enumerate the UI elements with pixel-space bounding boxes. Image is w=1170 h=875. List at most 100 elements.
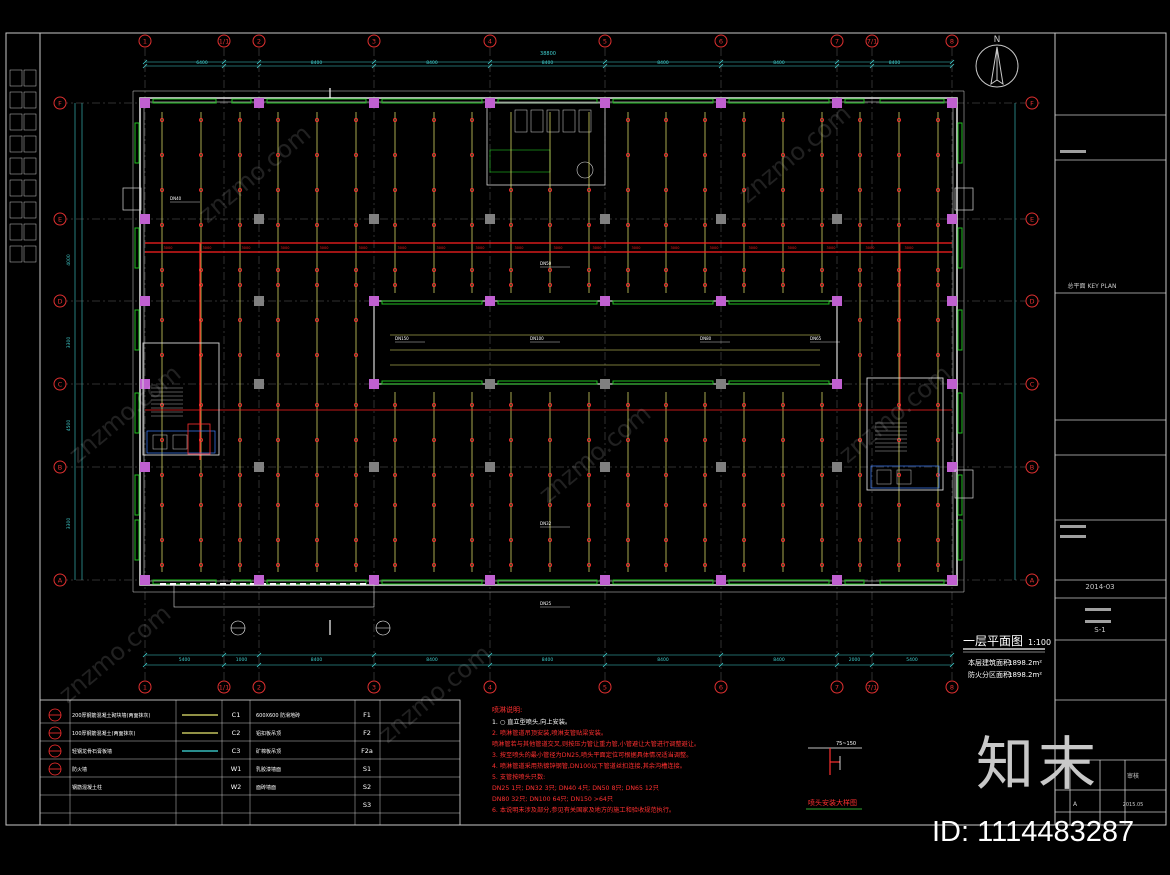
sprinkler-head xyxy=(159,352,164,357)
sprinkler-head xyxy=(314,502,319,507)
dim-tick xyxy=(487,652,493,658)
sprinkler-head xyxy=(431,502,436,507)
sprinkler-head xyxy=(237,472,242,477)
sprinkler-head xyxy=(626,563,631,568)
detail-dimension: 75~150 xyxy=(836,741,856,747)
axis-row-left-circle xyxy=(53,377,67,391)
stair-cores xyxy=(122,187,974,608)
sprinkler-head xyxy=(781,437,786,442)
column-grey xyxy=(716,214,726,224)
sprinkler-head xyxy=(314,437,319,442)
sprinkler-head xyxy=(820,187,825,192)
sprinkler-head xyxy=(159,222,164,227)
dim-tick xyxy=(718,59,724,65)
elevator-lobby xyxy=(870,465,940,489)
axis-col-top-label: 3 xyxy=(372,38,376,46)
pipe-dim-label: 3000 xyxy=(749,246,758,250)
sprinkler-head xyxy=(626,402,631,407)
sprinkler-head xyxy=(742,118,747,123)
sprinkler-head xyxy=(781,152,786,157)
plan-scale: 1:100 xyxy=(1028,638,1051,647)
axis-row-left-label: F xyxy=(58,100,62,108)
sprinkler-head xyxy=(431,187,436,192)
window-bottom xyxy=(879,579,945,585)
legend-item-desc: 200厚钢筋混凝土砌块墙(两面抹灰) xyxy=(72,712,150,719)
axis-col-top-circle xyxy=(714,34,728,48)
sprinkler-head xyxy=(353,282,358,287)
dim-bottom-seg: 8400 xyxy=(773,657,785,663)
sprinkler-head xyxy=(353,352,358,357)
column-grey xyxy=(254,214,264,224)
sprinkler-head xyxy=(353,402,358,407)
axis-col-bottom-circle xyxy=(598,680,612,694)
sprinkler-head xyxy=(353,502,358,507)
column-grey xyxy=(485,214,495,224)
legend-code-f: F2a xyxy=(361,747,373,755)
sprinkler-head xyxy=(469,222,474,227)
title-block: 总平面 KEY PLAN 2014-03 S-1 2015.05 A 审核 xyxy=(1055,114,1166,825)
sprinkler-head xyxy=(858,187,863,192)
sprinkler-head xyxy=(626,187,631,192)
window-atrium-top xyxy=(612,300,714,305)
sprinkler-head xyxy=(742,267,747,272)
axis-col-top-label: 6 xyxy=(719,38,723,46)
column-magenta xyxy=(947,379,957,389)
washroom-stall xyxy=(530,109,544,133)
sprinkler-head xyxy=(469,152,474,157)
dim-bottom-seg: 8400 xyxy=(657,657,669,663)
sprinkler-head xyxy=(275,118,280,123)
sprinkler-head xyxy=(936,402,941,407)
window-left xyxy=(134,309,140,351)
window-bottom xyxy=(266,579,367,585)
legend-code-f: F1 xyxy=(363,711,371,719)
sprinkler-head xyxy=(392,402,397,407)
margin-cell xyxy=(9,245,23,263)
axis-grid xyxy=(60,48,1040,680)
column-magenta xyxy=(947,296,957,306)
sprinkler-head xyxy=(587,222,592,227)
sprinkler-head xyxy=(664,222,669,227)
sprinkler-head xyxy=(314,222,319,227)
column-magenta xyxy=(140,214,150,224)
window-atrium-bottom xyxy=(497,380,598,385)
axis-row-right-label: F xyxy=(1030,100,1034,108)
sprinkler-head xyxy=(664,187,669,192)
column-grey xyxy=(369,214,379,224)
outer-wall xyxy=(139,97,958,586)
window-bottom xyxy=(497,579,598,585)
dim-tick xyxy=(256,652,262,658)
title-block-text-placeholder xyxy=(1060,525,1086,528)
sprinkler-head xyxy=(353,222,358,227)
axis-col-top-label: 4 xyxy=(488,38,492,46)
axis-col-top-circle xyxy=(865,34,879,48)
column-magenta xyxy=(600,296,610,306)
sprinkler-head xyxy=(858,402,863,407)
sprinkler-head xyxy=(159,187,164,192)
sprinkler-head xyxy=(781,502,786,507)
title-block-text-placeholder xyxy=(1060,150,1086,153)
margin-cell xyxy=(23,69,37,87)
legend-code-c: W2 xyxy=(231,783,242,791)
dim-bottom-seg: 5400 xyxy=(906,657,918,663)
sprinkler-head xyxy=(314,267,319,272)
pipe-dim-label: 3000 xyxy=(710,246,719,250)
plan-annotations xyxy=(230,88,391,636)
dim-left-seg: 3300 xyxy=(66,337,72,349)
column-grey xyxy=(485,379,495,389)
notes-line: DN25 1只; DN32 3只; DN40 4只; DN50 8只; DN65… xyxy=(492,785,659,792)
axis-col-bottom-label: 2 xyxy=(257,684,261,692)
sprinkler-head xyxy=(353,317,358,322)
sprinkler-head xyxy=(237,502,242,507)
axis-col-top-circle xyxy=(138,34,152,48)
axis-col-top-circle xyxy=(945,34,959,48)
sprinkler-head xyxy=(275,267,280,272)
column-magenta xyxy=(485,296,495,306)
sprinkler-head xyxy=(703,118,708,123)
sprinkler-head xyxy=(626,282,631,287)
sprinkler-head xyxy=(237,437,242,442)
window-top xyxy=(844,98,865,104)
sprinkler-head xyxy=(548,222,553,227)
sprinkler-head xyxy=(742,222,747,227)
area-fire-value: 1898.2m² xyxy=(1008,671,1042,679)
axis-col-bottom-circle xyxy=(865,680,879,694)
